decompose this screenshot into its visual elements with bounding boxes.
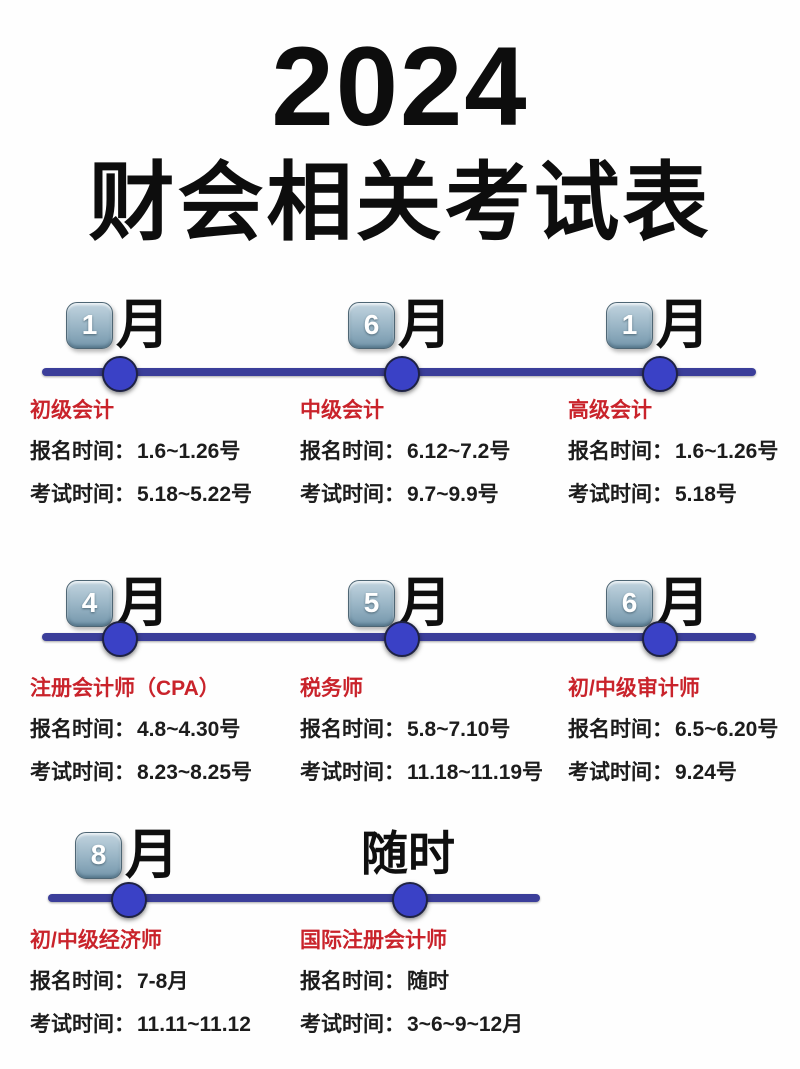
signup-time-line: 报名时间：6.5~6.20号 — [568, 718, 800, 742]
signup-label: 报名时间： — [30, 718, 135, 742]
signup-time-line: 报名时间：1.6~1.26号 — [30, 440, 295, 464]
title-block: 2024 财会相关考试表 — [0, 24, 800, 252]
month-marker-jun2: 6 月 — [606, 576, 710, 630]
exam-time-line: 考试时间：3~6~9~12月 — [300, 1013, 565, 1037]
month-unit-label: 月 — [656, 295, 710, 355]
timeline-dot — [111, 882, 147, 918]
signup-label: 报名时间： — [30, 440, 135, 464]
signup-time-line: 报名时间：随时 — [300, 970, 565, 994]
signup-label: 报名时间： — [300, 718, 405, 742]
exam-label: 考试时间： — [568, 483, 673, 507]
timeline-dot — [384, 621, 420, 657]
month-keycap-icon: 1 — [606, 301, 653, 349]
month-marker-jan2: 1 月 — [606, 298, 710, 352]
exam-value: 5.18~5.22号 — [137, 483, 253, 507]
exam-info-senior-accounting: 高级会计 报名时间：1.6~1.26号 考试时间：5.18号 — [568, 398, 800, 526]
month-unit-label: 月 — [116, 295, 170, 355]
timeline-dot — [384, 356, 420, 392]
exam-time-line: 考试时间：5.18~5.22号 — [30, 483, 295, 507]
month-marker-apr: 4 月 — [66, 576, 170, 630]
exam-info-junior-accounting: 初级会计 报名时间：1.6~1.26号 考试时间：5.18~5.22号 — [30, 398, 295, 526]
signup-label: 报名时间： — [300, 440, 405, 464]
month-marker-jun: 6 月 — [348, 298, 452, 352]
title-year: 2024 — [271, 24, 529, 149]
signup-label: 报名时间： — [300, 970, 405, 994]
exam-time-line: 考试时间：9.24号 — [568, 761, 800, 785]
signup-value: 1.6~1.26号 — [137, 440, 241, 464]
timeline-dot — [642, 356, 678, 392]
exam-label: 考试时间： — [30, 1013, 135, 1037]
anytime-label: 随时 — [361, 827, 455, 880]
month-keycap-icon: 6 — [606, 579, 653, 627]
exam-time-line: 考试时间：9.7~9.9号 — [300, 483, 565, 507]
signup-label: 报名时间： — [568, 718, 673, 742]
exam-time-line: 考试时间：11.11~11.12 — [30, 1013, 295, 1037]
month-keycap-icon: 6 — [348, 301, 395, 349]
exam-label: 考试时间： — [300, 1013, 405, 1037]
exam-info-cpa: 注册会计师（CPA） 报名时间：4.8~4.30号 考试时间：8.23~8.25… — [30, 676, 295, 804]
exam-label: 考试时间： — [30, 483, 135, 507]
month-unit-label: 月 — [125, 825, 179, 885]
signup-label: 报名时间： — [30, 970, 135, 994]
exam-info-intermediate-accounting: 中级会计 报名时间：6.12~7.2号 考试时间：9.7~9.9号 — [300, 398, 565, 526]
signup-time-line: 报名时间：6.12~7.2号 — [300, 440, 565, 464]
exam-time-line: 考试时间：11.18~11.19号 — [300, 761, 565, 785]
exam-info-tax-agent: 税务师 报名时间：5.8~7.10号 考试时间：11.18~11.19号 — [300, 676, 565, 804]
timeline-row-1: 1 月 6 月 1 月 初级会计 报名时间：1.6~1.26号 考试时间：5.1… — [0, 298, 800, 553]
title-subtitle: 财会相关考试表 — [88, 155, 712, 252]
timeline-dot — [102, 621, 138, 657]
exam-label: 考试时间： — [30, 761, 135, 785]
timeline-dot — [102, 356, 138, 392]
exam-value: 11.11~11.12 — [137, 1013, 251, 1037]
signup-value: 4.8~4.30号 — [137, 718, 241, 742]
signup-value: 6.5~6.20号 — [675, 718, 779, 742]
exam-name: 初/中级审计师 — [568, 677, 700, 700]
exam-name: 高级会计 — [568, 399, 652, 422]
month-marker-jan: 1 月 — [66, 298, 170, 352]
exam-label: 考试时间： — [300, 483, 405, 507]
timeline-row-3: 8 月 随时 初/中级经济师 报名时间：7-8月 考试时间：11.11~11.1… — [0, 828, 800, 1069]
signup-time-line: 报名时间：5.8~7.10号 — [300, 718, 565, 742]
timeline-row-2: 4 月 5 月 6 月 注册会计师（CPA） 报名时间：4.8~4.30号 考试… — [0, 576, 800, 831]
timeline-dot — [392, 882, 428, 918]
exam-value: 3~6~9~12月 — [407, 1013, 524, 1037]
signup-label: 报名时间： — [568, 440, 673, 464]
signup-value: 6.12~7.2号 — [407, 440, 511, 464]
exam-time-line: 考试时间：8.23~8.25号 — [30, 761, 295, 785]
exam-name: 国际注册会计师 — [300, 929, 447, 952]
signup-value: 1.6~1.26号 — [675, 440, 779, 464]
exam-value: 5.18号 — [675, 483, 737, 507]
exam-time-line: 考试时间：5.18号 — [568, 483, 800, 507]
month-keycap-icon: 5 — [348, 579, 395, 627]
month-keycap-icon: 8 — [75, 831, 122, 879]
exam-info-international-cpa: 国际注册会计师 报名时间：随时 考试时间：3~6~9~12月 — [300, 928, 565, 1056]
signup-value: 随时 — [407, 970, 449, 994]
exam-value: 11.18~11.19号 — [407, 761, 544, 785]
exam-value: 9.7~9.9号 — [407, 483, 499, 507]
signup-time-line: 报名时间：7-8月 — [30, 970, 295, 994]
exam-label: 考试时间： — [568, 761, 673, 785]
month-keycap-icon: 1 — [66, 301, 113, 349]
signup-time-line: 报名时间：4.8~4.30号 — [30, 718, 295, 742]
signup-time-line: 报名时间：1.6~1.26号 — [568, 440, 800, 464]
timeline-line — [48, 894, 540, 902]
exam-name: 注册会计师（CPA） — [30, 677, 220, 700]
month-marker-may: 5 月 — [348, 576, 452, 630]
signup-value: 7-8月 — [137, 970, 189, 994]
exam-label: 考试时间： — [300, 761, 405, 785]
exam-value: 8.23~8.25号 — [137, 761, 253, 785]
signup-value: 5.8~7.10号 — [407, 718, 511, 742]
timeline-dot — [642, 621, 678, 657]
exam-info-auditor: 初/中级审计师 报名时间：6.5~6.20号 考试时间：9.24号 — [568, 676, 800, 804]
month-unit-label: 月 — [398, 295, 452, 355]
exam-value: 9.24号 — [675, 761, 737, 785]
exam-name: 税务师 — [300, 677, 363, 700]
exam-name: 初级会计 — [30, 399, 114, 422]
exam-info-economist: 初/中级经济师 报名时间：7-8月 考试时间：11.11~11.12 — [30, 928, 295, 1056]
month-marker-aug: 8 月 — [75, 828, 179, 882]
month-keycap-icon: 4 — [66, 579, 113, 627]
exam-name: 中级会计 — [300, 399, 384, 422]
exam-name: 初/中级经济师 — [30, 929, 162, 952]
